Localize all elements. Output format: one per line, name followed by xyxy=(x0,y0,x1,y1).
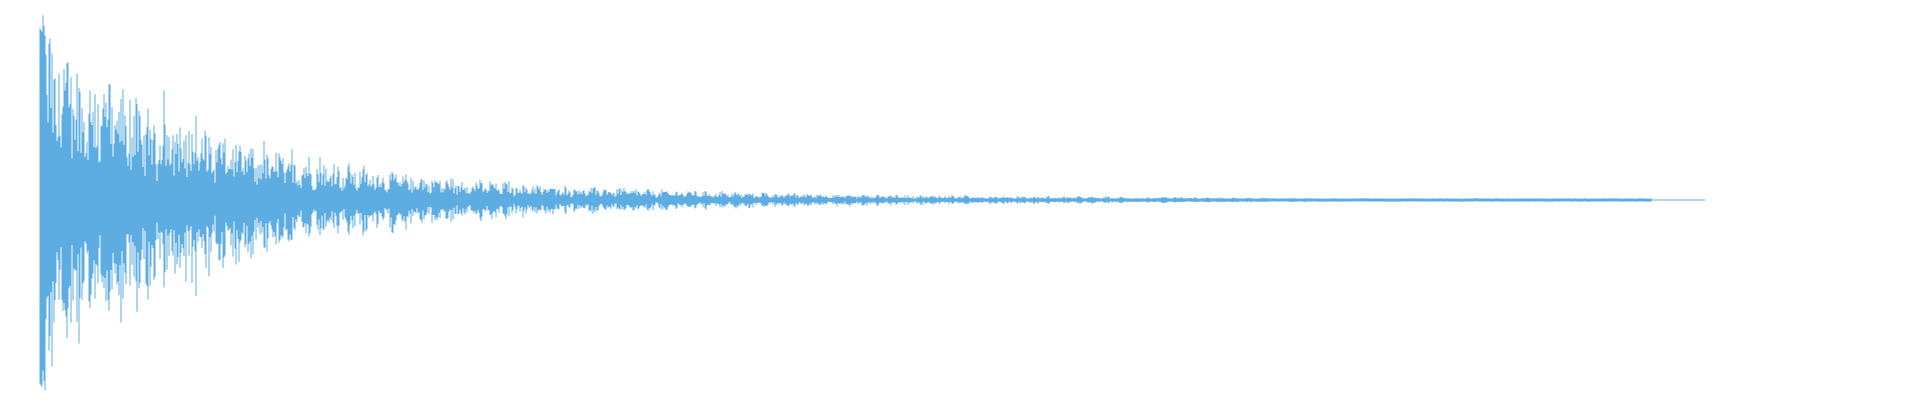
waveform-samples xyxy=(39,15,1652,391)
